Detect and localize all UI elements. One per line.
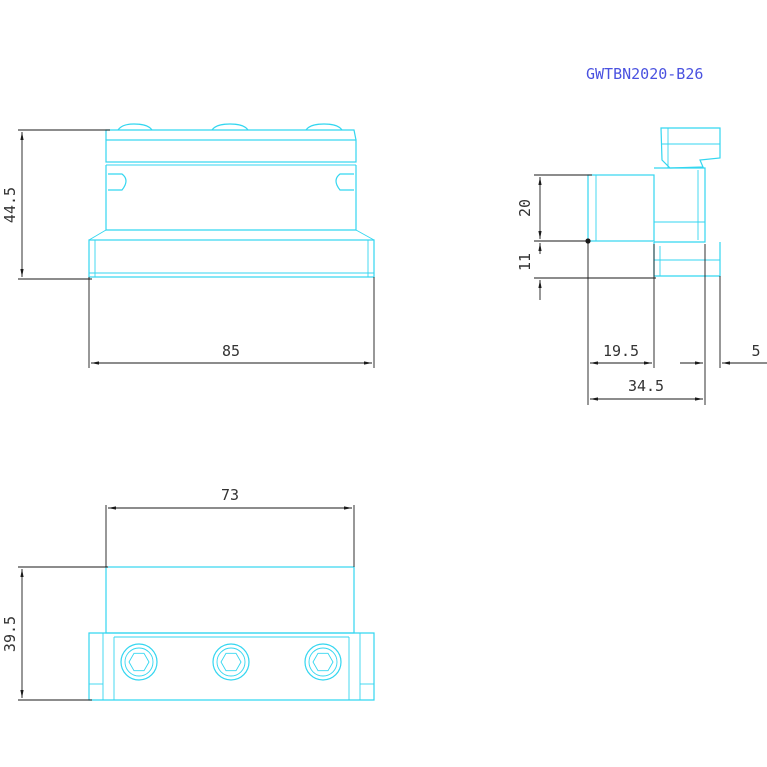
front-view: 44.5 85	[1, 123, 375, 368]
side-width-b-label: 34.5	[628, 377, 664, 395]
bolt-1	[120, 643, 158, 681]
bolt-2	[212, 643, 250, 681]
front-upper-band	[105, 139, 357, 163]
front-width-label: 85	[222, 342, 240, 360]
front-body	[105, 165, 357, 231]
front-bolt-bump-2	[211, 123, 249, 131]
front-slot-right	[335, 173, 354, 191]
bottom-view: 73 39.5	[1, 486, 375, 701]
bottom-blade-block	[105, 566, 355, 634]
drawing-title: GWTBN2020-B26	[586, 65, 703, 83]
side-top-label: 20	[516, 199, 534, 217]
front-bolt-bump-1	[117, 123, 153, 131]
side-width-a-label: 19.5	[603, 342, 639, 360]
bottom-height-label: 39.5	[1, 616, 19, 652]
side-holder-body	[654, 167, 706, 243]
side-base	[653, 242, 721, 277]
front-height-label: 44.5	[1, 187, 19, 223]
side-mid-label: 11	[516, 253, 534, 271]
front-base-flange	[88, 239, 375, 278]
side-offset-label: 5	[751, 342, 760, 360]
bolt-3	[304, 643, 342, 681]
side-clamp-top	[660, 127, 721, 169]
side-blade-block	[587, 174, 655, 242]
front-bolt-bump-3	[305, 123, 343, 131]
bottom-width-label: 73	[221, 486, 239, 504]
side-view: 20 11 19.5 5 34.5	[516, 127, 767, 405]
front-slot-left	[108, 173, 127, 191]
